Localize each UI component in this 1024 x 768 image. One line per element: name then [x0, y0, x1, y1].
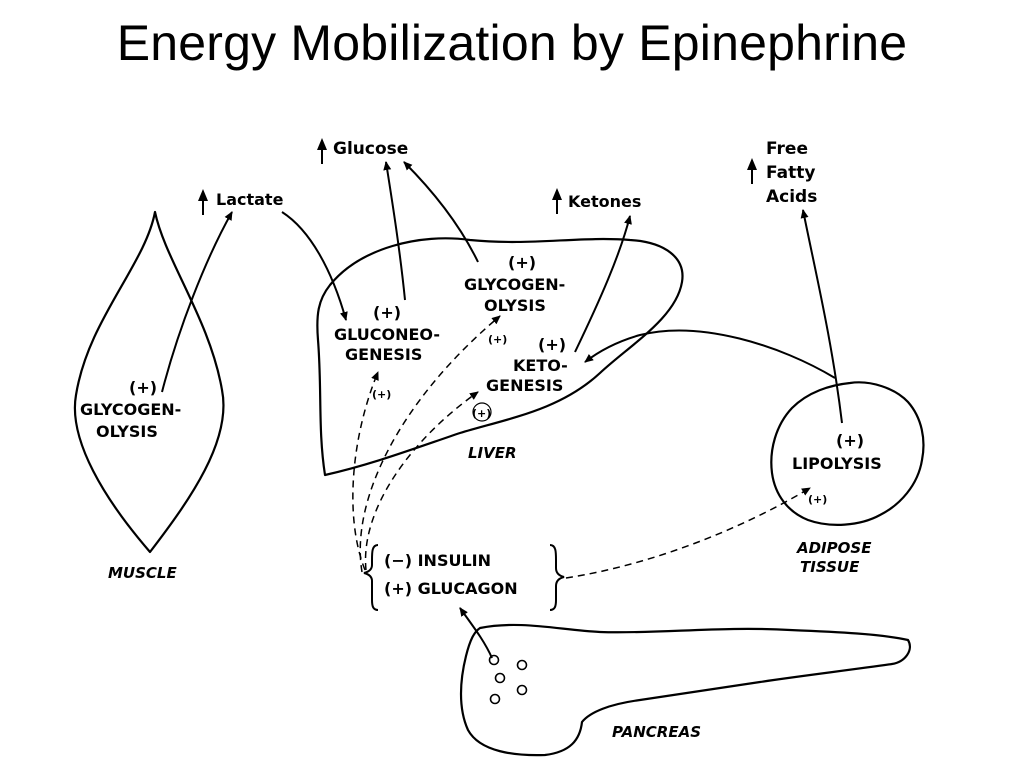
- ffa-label-line3: Acids: [766, 187, 817, 207]
- ketogenesis-sign: (+): [538, 335, 566, 354]
- products: Glucose Lactate Ketones Free Fatty Acids: [198, 138, 817, 215]
- arrow-gluconeogenesis-to-glucose: [383, 161, 406, 301]
- small-plus-lipolysis: (+): [808, 493, 827, 506]
- dashed-arrow-to-ketogenesis: [364, 391, 479, 571]
- islet-cell-3: [494, 672, 506, 684]
- right-brace: [549, 544, 565, 611]
- pancreas-outline: [459, 623, 911, 757]
- muscle-outline: [73, 210, 225, 554]
- adipose-organ: (+) LIPOLYSIS (+) ADIPOSE TISSUE: [770, 381, 925, 576]
- arrow-ffa-to-ketogenesis: [584, 329, 836, 379]
- muscle-organ: (+) GLYCOGEN- OLYSIS MUSCLE: [73, 210, 225, 582]
- glycogenolysis-line1: GLYCOGEN-: [464, 275, 565, 294]
- dashed-arrow-to-lipolysis: [565, 487, 811, 579]
- arrow-lactate-to-gluconeogenesis: [281, 211, 348, 321]
- hormone-brace-group: (−) INSULIN (+) GLUCAGON: [363, 544, 565, 611]
- islet-cell-1: [488, 654, 500, 666]
- up-arrow-icon: [747, 158, 757, 184]
- muscle-sign: (+): [129, 378, 157, 397]
- pancreas-organ: PANCREAS: [459, 623, 911, 757]
- liver-label: LIVER: [468, 444, 517, 462]
- lactate-label: Lactate: [216, 190, 284, 209]
- glucose-label: Glucose: [333, 139, 408, 159]
- up-arrow-icon: [198, 189, 208, 215]
- hormone-arrows: [352, 315, 811, 579]
- arrow-muscle-to-lactate: [161, 211, 233, 393]
- up-arrow-icon: [317, 138, 327, 164]
- glucagon-label: (+) GLUCAGON: [384, 579, 518, 598]
- pancreas-label: PANCREAS: [612, 723, 701, 741]
- glycogenolysis-line2: OLYSIS: [484, 296, 546, 315]
- dashed-arrow-to-glycogenolysis: [359, 315, 501, 573]
- left-brace: [363, 544, 379, 611]
- up-arrow-icon: [552, 188, 562, 214]
- muscle-process-line1: GLYCOGEN-: [80, 400, 181, 419]
- pathway-arrows: [161, 161, 843, 659]
- small-plus-keto: (+): [472, 407, 491, 420]
- adipose-outline: [770, 381, 925, 526]
- glycogenolysis-sign: (+): [508, 253, 536, 272]
- insulin-label: (−) INSULIN: [384, 551, 491, 570]
- arrow-lipolysis-to-ffa: [800, 209, 843, 424]
- islet-cell-2: [516, 659, 528, 671]
- arrow-glycogenolysis-to-glucose: [403, 161, 479, 263]
- small-plus-gluconeo: (+): [372, 388, 391, 401]
- liver-organ: (+) GLUCONEO- GENESIS (+) GLYCOGEN- OLYS…: [316, 237, 684, 477]
- lipolysis-sign: (+): [836, 431, 864, 450]
- small-plus-glyco: (+): [488, 333, 507, 346]
- gluconeogenesis-line1: GLUCONEO-: [334, 325, 440, 344]
- ffa-label-line1: Free: [766, 139, 808, 159]
- adipose-label-line1: ADIPOSE: [796, 539, 872, 557]
- islet-cell-5: [489, 693, 501, 705]
- islet-cell-4: [516, 684, 528, 696]
- liver-outline: [316, 237, 684, 477]
- muscle-process-line2: OLYSIS: [96, 422, 158, 441]
- muscle-label: MUSCLE: [108, 564, 177, 582]
- slide-title: Energy Mobilization by Epinephrine: [116, 15, 908, 71]
- ketogenesis-line1: KETO-: [513, 356, 568, 375]
- small-plus-keto-ring: [472, 402, 492, 422]
- gluconeogenesis-sign: (+): [373, 303, 401, 322]
- arrow-ketogenesis-to-ketones: [574, 215, 632, 353]
- gluconeogenesis-line2: GENESIS: [345, 345, 422, 364]
- dashed-arrow-to-gluconeogenesis: [352, 371, 379, 571]
- arrow-pancreas-to-glucagon: [459, 607, 493, 659]
- ketogenesis-line2: GENESIS: [486, 376, 563, 395]
- lipolysis-label: LIPOLYSIS: [792, 454, 882, 473]
- adipose-label-line2: TISSUE: [800, 558, 860, 576]
- ketones-label: Ketones: [568, 192, 641, 211]
- ffa-label-line2: Fatty: [766, 163, 815, 183]
